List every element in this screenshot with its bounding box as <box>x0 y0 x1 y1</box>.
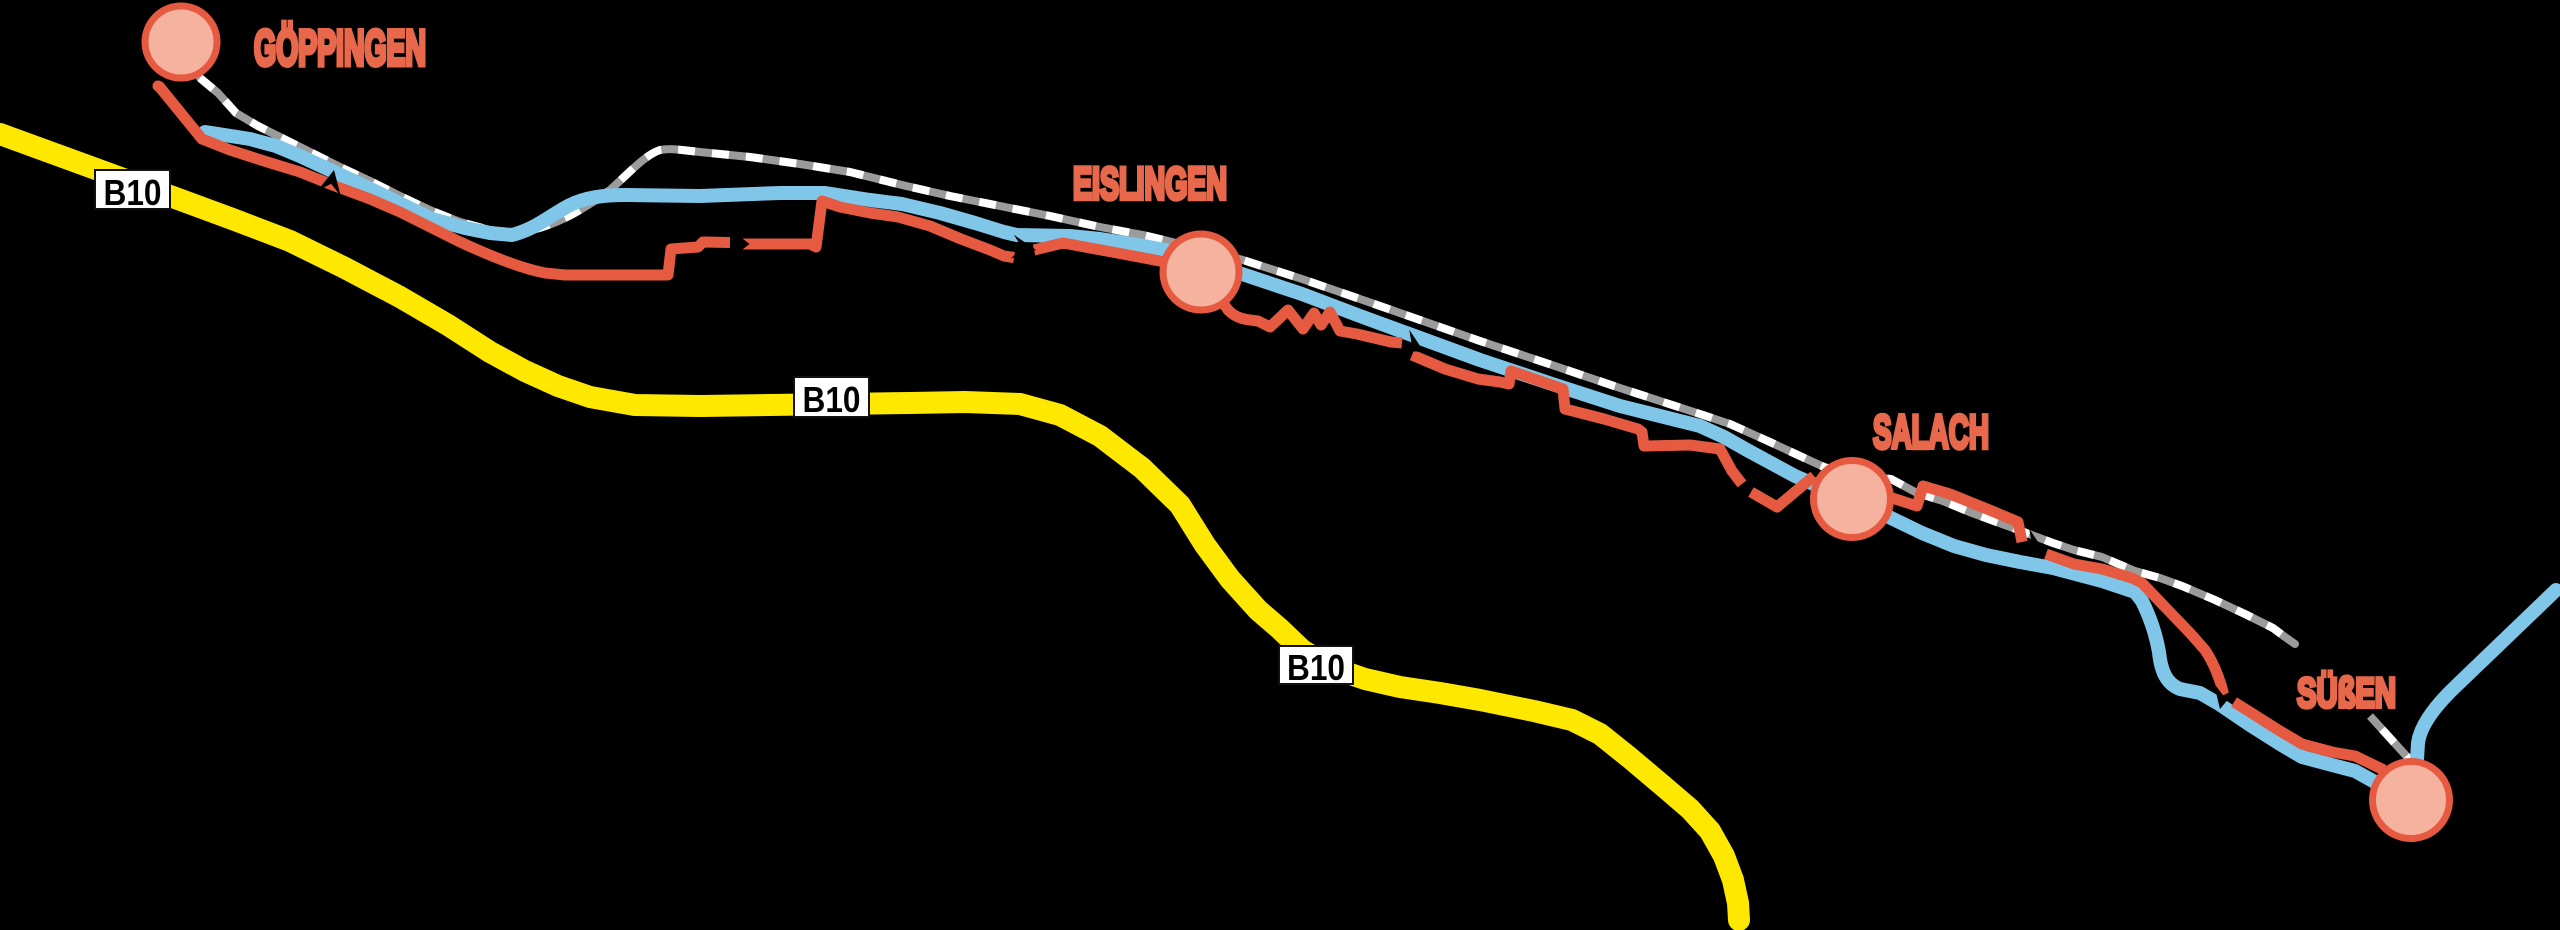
svg-text:B10: B10 <box>803 379 861 420</box>
svg-text:EISLINGEN: EISLINGEN <box>1073 158 1227 209</box>
svg-text:B10: B10 <box>104 172 162 213</box>
svg-text:SALACH: SALACH <box>1873 405 1989 458</box>
svg-text:GÖPPINGEN: GÖPPINGEN <box>254 20 426 76</box>
svg-text:SÜßEN: SÜßEN <box>2297 669 2396 716</box>
svg-text:B10: B10 <box>1287 647 1345 688</box>
